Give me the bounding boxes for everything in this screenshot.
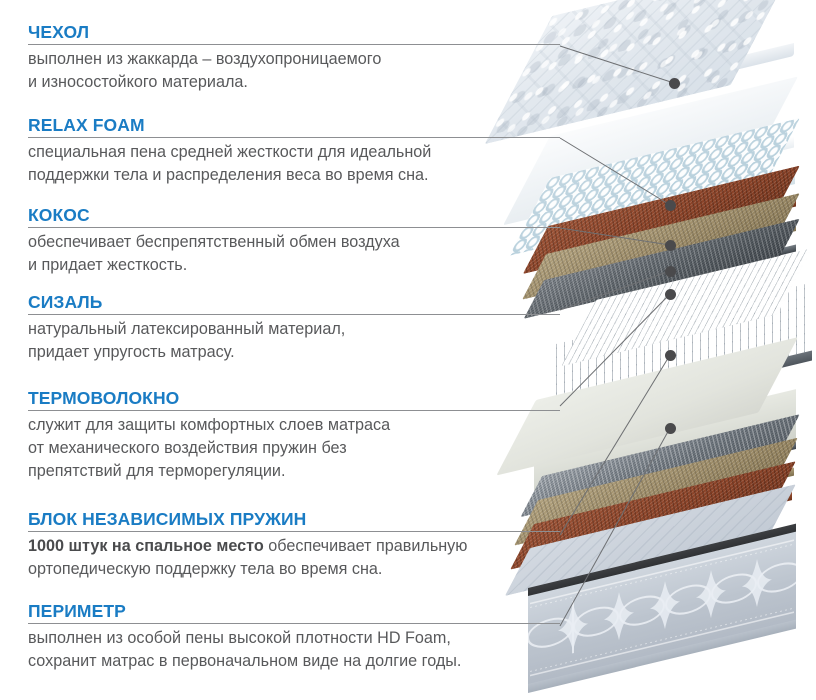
- spec-list: ЧЕХОЛ выполнен из жаккарда – воздухопрон…: [28, 22, 560, 673]
- spec-perimeter-body: выполнен из особой пены высокой плотност…: [28, 629, 462, 670]
- spec-cover-rule: [28, 44, 560, 45]
- callout-dot-spring-block: [665, 350, 676, 361]
- spec-spring-block-title: БЛОК НЕЗАВИСИМЫХ ПРУЖИН: [28, 509, 307, 529]
- spec-cover: ЧЕХОЛ выполнен из жаккарда – воздухопрон…: [28, 22, 560, 94]
- spec-coconut: КОКОС обеспечивает беспрепятственный обм…: [28, 205, 560, 277]
- spec-spring-block: БЛОК НЕЗАВИСИМЫХ ПРУЖИН 1000 штук на спа…: [28, 509, 560, 581]
- spec-perimeter-title: ПЕРИМЕТР: [28, 601, 126, 621]
- spec-sisal-rule: [28, 314, 560, 315]
- spec-thermofiber: ТЕРМОВОЛОКНО служит для защиты комфортны…: [28, 388, 560, 483]
- spec-cover-title: ЧЕХОЛ: [28, 22, 90, 42]
- spec-sisal-title: СИЗАЛЬ: [28, 292, 103, 312]
- spec-perimeter-rule: [28, 623, 560, 624]
- spec-relax-foam-title: RELAX FOAM: [28, 115, 145, 135]
- callout-dot-relax-foam: [665, 200, 676, 211]
- callout-dot-coconut: [665, 240, 676, 251]
- spec-coconut-rule: [28, 227, 560, 228]
- callout-dot-sisal: [665, 266, 676, 277]
- spec-thermofiber-body: служит для защиты комфортных слоев матра…: [28, 416, 391, 480]
- spec-spring-block-rule: [28, 531, 560, 532]
- spec-coconut-body: обеспечивает беспрепятственный обмен воз…: [28, 233, 400, 274]
- spec-relax-foam-body: специальная пена средней жесткости для и…: [28, 143, 432, 184]
- spec-cover-body: выполнен из жаккарда – воздухопроницаемо…: [28, 50, 382, 91]
- spec-spring-block-count: 1000 штук на спальное место: [28, 537, 264, 555]
- spec-spring-block-body: 1000 штук на спальное место обеспечивает…: [28, 535, 560, 581]
- spec-relax-foam: RELAX FOAM специальная пена средней жест…: [28, 115, 560, 187]
- callout-dot-thermofiber: [665, 289, 676, 300]
- spec-coconut-title: КОКОС: [28, 205, 90, 225]
- spec-thermofiber-rule: [28, 410, 560, 411]
- spec-relax-foam-rule: [28, 137, 560, 138]
- callout-dot-perimeter: [665, 423, 676, 434]
- spec-thermofiber-title: ТЕРМОВОЛОКНО: [28, 388, 180, 408]
- spec-perimeter: ПЕРИМЕТР выполнен из особой пены высокой…: [28, 601, 560, 673]
- spec-spring-block-rest: обеспечивает правильную ортопедическую п…: [28, 537, 468, 578]
- spec-sisal: СИЗАЛЬ натуральный латексированный матер…: [28, 292, 560, 364]
- spec-sisal-body: натуральный латексированный материал, пр…: [28, 320, 346, 361]
- callout-dot-cover: [669, 78, 680, 89]
